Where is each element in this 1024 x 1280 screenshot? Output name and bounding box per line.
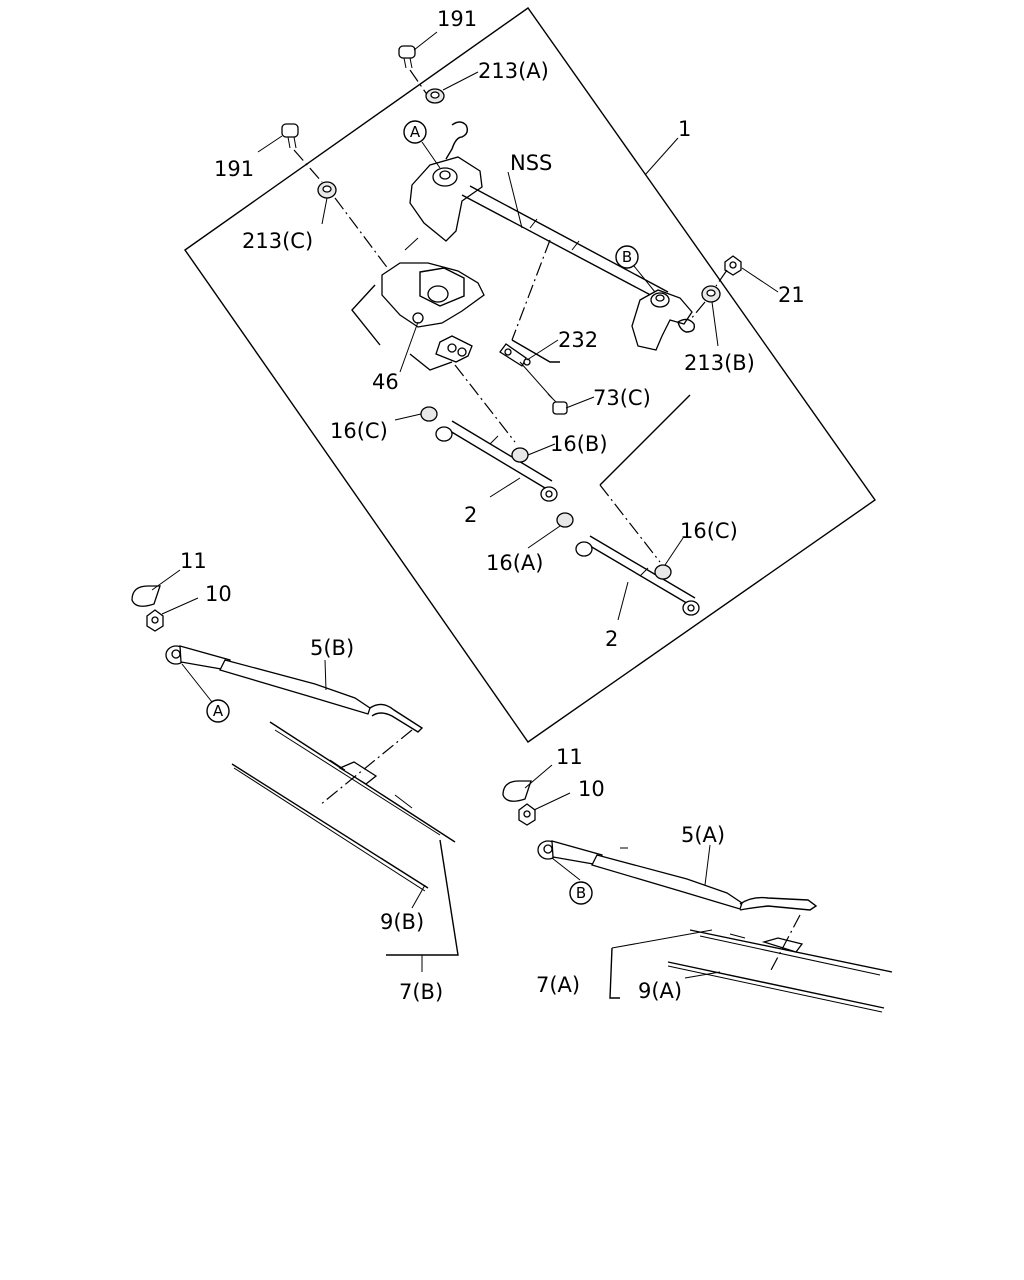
bolt-73c — [547, 393, 568, 415]
label-213c: 213(C) — [242, 229, 313, 253]
washer-213c — [317, 181, 337, 199]
label-10-left: 10 — [205, 582, 232, 606]
wiper-motor-46 — [381, 237, 485, 328]
bushing-16a — [556, 512, 574, 528]
nut-10-left — [146, 609, 164, 632]
cap-11-left — [131, 585, 161, 607]
bushing-16b — [511, 447, 529, 463]
svg-text:B: B — [622, 248, 632, 266]
label-16c-left: 16(C) — [330, 419, 388, 443]
label-2-lower: 2 — [605, 627, 618, 651]
callout-b-arm: B — [569, 881, 593, 905]
blade-refill-9a — [667, 961, 885, 1013]
bushing-16c-right — [654, 564, 672, 580]
label-11-right: 11 — [556, 745, 583, 769]
label-2-upper: 2 — [464, 503, 477, 527]
label-5b: 5(B) — [310, 636, 354, 660]
washer-213a — [425, 88, 445, 104]
label-21: 21 — [778, 283, 805, 307]
crank-arm — [435, 335, 473, 363]
label-213b: 213(B) — [684, 351, 755, 375]
label-7b: 7(B) — [399, 980, 443, 1004]
svg-text:A: A — [213, 702, 224, 720]
label-9b: 9(B) — [380, 910, 424, 934]
label-16a: 16(A) — [486, 551, 543, 575]
callout-a-arm: A — [206, 699, 230, 723]
wiper-arm-5b — [165, 645, 424, 733]
washer-213b — [701, 285, 721, 303]
label-9a: 9(A) — [638, 979, 682, 1003]
label-16b: 16(B) — [550, 432, 608, 456]
label-nss: NSS — [510, 151, 552, 175]
wiper-blade-7a — [689, 929, 893, 976]
label-7a: 7(A) — [536, 973, 580, 997]
callout-b-top: B — [615, 245, 639, 269]
linkage-tube — [461, 185, 669, 301]
svg-text:B: B — [576, 884, 586, 902]
blade-refill-9b — [231, 763, 429, 892]
label-73c: 73(C) — [593, 386, 651, 410]
label-46: 46 — [372, 370, 399, 394]
nut-21 — [724, 255, 742, 276]
label-213a: 213(A) — [478, 59, 549, 83]
bolt-191-left — [281, 123, 299, 149]
label-5a: 5(A) — [681, 823, 725, 847]
wiper-blade-7b — [269, 721, 456, 843]
label-232: 232 — [558, 328, 598, 352]
label-11-left: 11 — [180, 549, 207, 573]
wiper-arm-5a — [537, 840, 818, 911]
label-191-left: 191 — [214, 157, 254, 181]
callout-a-top: A — [403, 120, 427, 144]
label-10-right: 10 — [578, 777, 605, 801]
bushing-16c-left — [420, 406, 438, 422]
bolt-191-top — [398, 45, 416, 69]
leader-lines — [151, 31, 779, 909]
pivot-bracket-left — [409, 121, 483, 242]
pivot-bracket-right — [631, 289, 696, 351]
label-1: 1 — [678, 117, 691, 141]
link-rod-upper — [435, 420, 558, 502]
cap-11-right — [502, 780, 532, 802]
bracket-232 — [499, 343, 531, 367]
label-191-top: 191 — [437, 7, 477, 31]
svg-text:A: A — [410, 123, 421, 141]
nut-10-right — [518, 803, 536, 826]
link-rod-lower — [575, 535, 700, 616]
label-16c-right: 16(C) — [680, 519, 738, 543]
assembly-boundary — [184, 7, 876, 743]
